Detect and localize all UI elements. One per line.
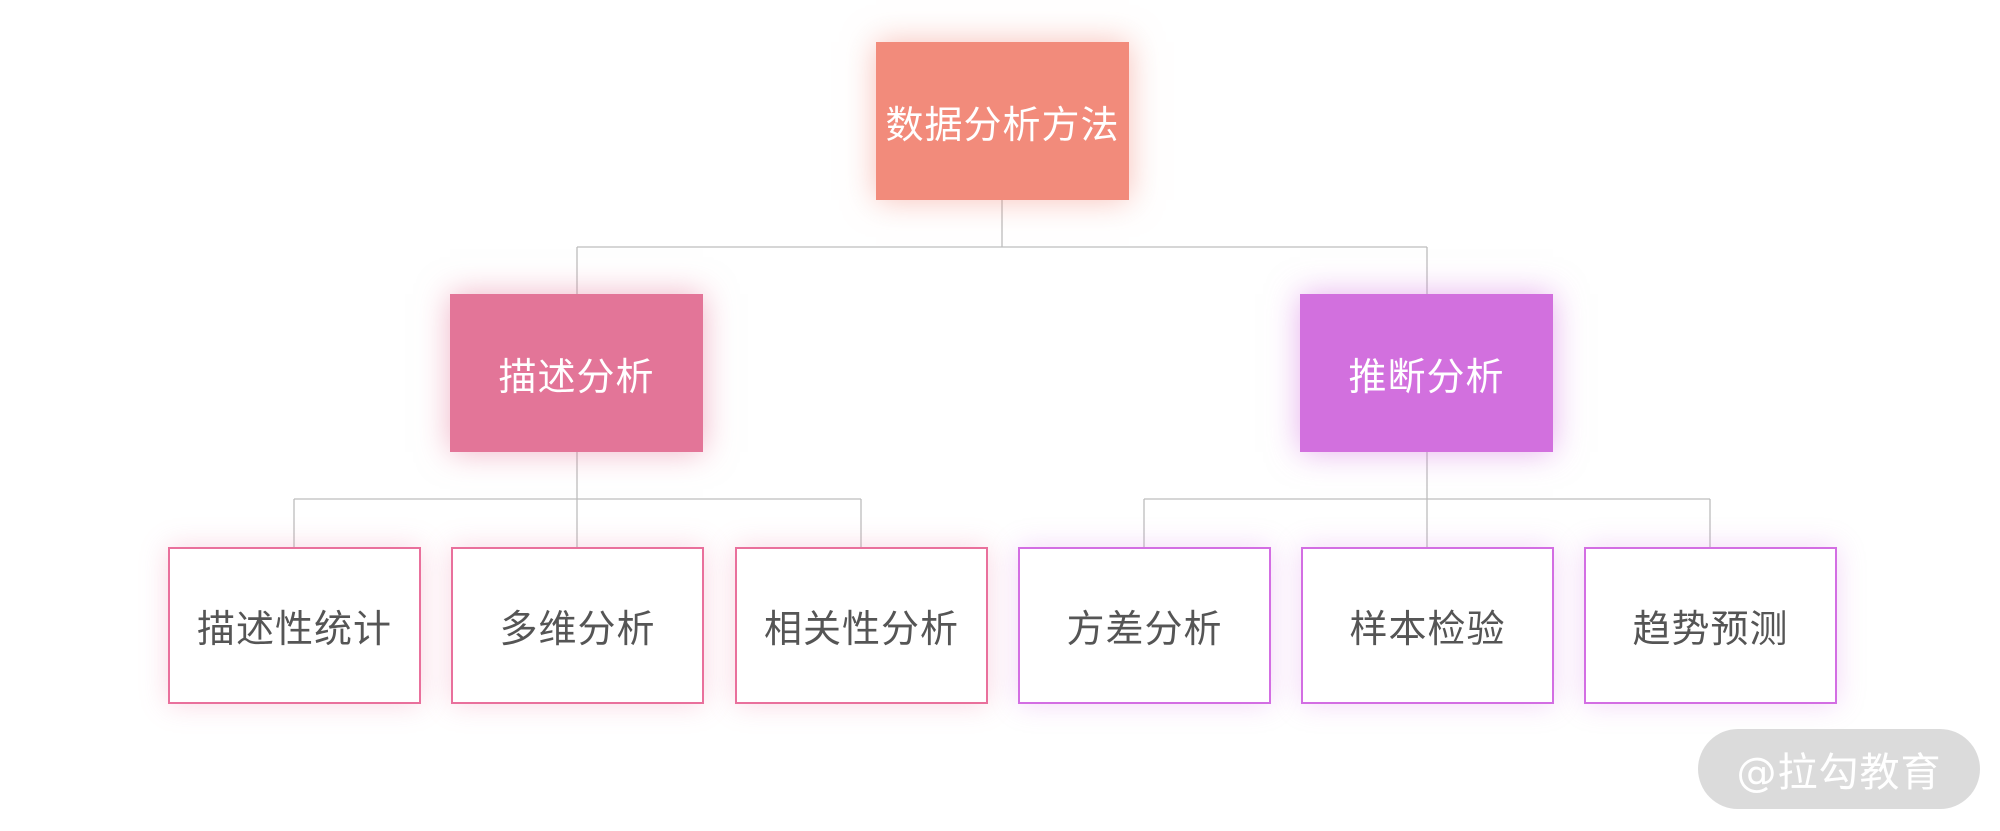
leaf-node: 多维分析: [451, 547, 704, 704]
root-node: 数据分析方法: [876, 42, 1129, 200]
leaf-node-label: 描述性统计: [196, 607, 392, 651]
root-node-label: 数据分析方法: [885, 102, 1120, 147]
leaf-node-label: 方差分析: [1066, 607, 1223, 651]
branch-node-inferential: 推断分析: [1300, 294, 1553, 452]
leaf-node: 描述性统计: [168, 547, 421, 704]
leaf-node: 相关性分析: [735, 547, 988, 704]
leaf-node-label: 样本检验: [1349, 607, 1506, 651]
leaf-node: 方差分析: [1018, 547, 1271, 704]
leaf-node: 趋势预测: [1584, 547, 1837, 704]
watermark-text: @拉勾教育: [1736, 750, 1942, 796]
leaf-node-label: 趋势预测: [1632, 607, 1789, 651]
branch-node-label: 描述分析: [498, 354, 655, 399]
leaf-node-label: 相关性分析: [763, 607, 959, 651]
branch-node-label: 推断分析: [1348, 354, 1505, 399]
leaf-node: 样本检验: [1301, 547, 1554, 704]
leaf-node-label: 多维分析: [499, 607, 656, 651]
branch-node-descriptive: 描述分析: [450, 294, 703, 452]
watermark: @拉勾教育: [1698, 729, 1980, 809]
